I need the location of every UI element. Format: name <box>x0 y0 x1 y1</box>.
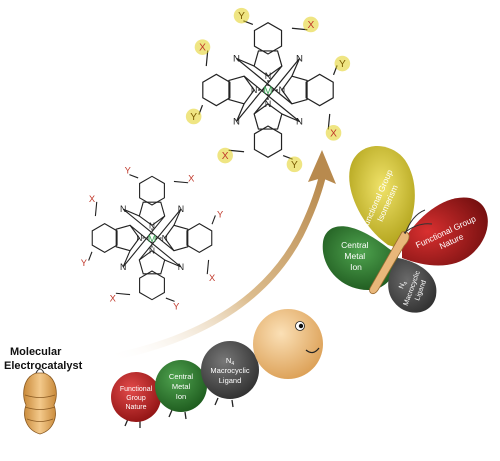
wing-dark-sub4: 4 <box>403 281 410 286</box>
seg3-n: N <box>226 356 231 365</box>
seg3-line2: Macrocyclic <box>210 366 249 375</box>
caterpillar-head <box>253 309 323 379</box>
segment-central-metal-ion <box>155 360 207 412</box>
meso-nitrogen-label: N <box>120 262 126 272</box>
y-highlight <box>233 7 250 24</box>
core-nitrogen-label: N <box>265 99 272 109</box>
seg1-line1: Functional <box>120 386 153 393</box>
meso-nitrogen-label: N <box>233 54 240 65</box>
substituent-x-label: X <box>110 294 117 304</box>
segment-functional-group-nature <box>111 372 161 422</box>
segment-n4-macrocyclic-ligand <box>201 341 259 399</box>
substituent-y-label: Y <box>125 165 132 175</box>
y-highlight <box>185 108 202 125</box>
seg2-line2: Metal <box>172 382 191 391</box>
substituent-x-label: X <box>307 20 314 31</box>
meso-nitrogen-label: N <box>296 117 303 128</box>
meso-nitrogen-label: N <box>120 204 126 214</box>
seg1-line2: Group <box>126 395 146 402</box>
core-nitrogen-label: N <box>136 234 142 243</box>
substituent-y-label: Y <box>339 59 346 70</box>
pupa-label-line2: Electrocatalyst <box>4 360 83 372</box>
wing-n4-macrocyclic-ligand <box>388 258 437 313</box>
butterfly: Functional Group Isomerism Central Metal… <box>322 146 488 313</box>
substituent-x-label: X <box>222 151 229 162</box>
wing-green-line3: Ion <box>350 262 362 272</box>
butterfly-body <box>369 231 410 294</box>
x-highlight <box>217 147 233 164</box>
y-highlight <box>334 55 351 72</box>
y-highlight <box>286 156 303 173</box>
svg-text:Central Metal Ion: Central Metal Ion <box>341 240 371 272</box>
substituent-x-label: X <box>188 173 195 183</box>
substituent-y-label: Y <box>81 258 88 268</box>
core-nitrogen-label: N <box>265 71 272 81</box>
seg2-line3: Ion <box>176 392 186 401</box>
middle-metal-label: M <box>148 234 156 245</box>
x-highlight <box>194 39 211 55</box>
substituent-y-label: Y <box>173 302 180 312</box>
middle-molecule-bonds <box>88 174 216 302</box>
seg1-line3: Nature <box>125 404 146 411</box>
core-nitrogen-label: N <box>149 221 155 230</box>
wing-green-line2: Metal <box>344 251 365 261</box>
substituent-y-label: Y <box>217 209 224 219</box>
wing-dark-n: N <box>398 283 406 290</box>
x-highlight <box>303 16 319 33</box>
substituent-y-label: Y <box>190 112 197 123</box>
meso-nitrogen-label: N <box>296 54 303 65</box>
wing-functional-group-nature <box>402 197 488 266</box>
core-nitrogen-label: N <box>149 247 155 256</box>
substituent-x-label: X <box>209 273 216 283</box>
substituent-y-label: Y <box>291 160 298 171</box>
pupa-label-line1: Molecular <box>10 346 62 358</box>
meso-nitrogen-label: N <box>178 262 184 272</box>
core-nitrogen-label: N <box>279 85 286 95</box>
core-nitrogen-label: N <box>162 234 168 243</box>
caterpillar-smile <box>305 347 320 354</box>
seg2-line1: Central <box>169 372 194 381</box>
substituent-y-label: Y <box>238 11 245 22</box>
wing-green-line1: Central <box>341 240 369 250</box>
pupa: Molecular Electrocatalyst <box>4 346 83 435</box>
seg3-line3: Ligand <box>219 376 242 385</box>
meso-nitrogen-label: N <box>233 117 240 128</box>
transformation-arrow <box>104 150 336 362</box>
caterpillar: Functional Group Nature Central Metal Io… <box>111 309 323 428</box>
substituent-x-label: X <box>330 128 337 139</box>
svg-text:N4: N4 <box>226 356 234 367</box>
x-highlight <box>325 125 342 141</box>
top-metal-label: M <box>263 85 272 97</box>
meso-nitrogen-label: N <box>178 204 184 214</box>
butterfly-antennae <box>403 209 433 235</box>
seg3-sub4: 4 <box>231 361 234 367</box>
substituent-x-label: X <box>199 43 206 54</box>
substituent-x-label: X <box>89 194 96 204</box>
wing-functional-group-isomerism <box>349 146 415 248</box>
core-nitrogen-label: N <box>251 85 258 95</box>
